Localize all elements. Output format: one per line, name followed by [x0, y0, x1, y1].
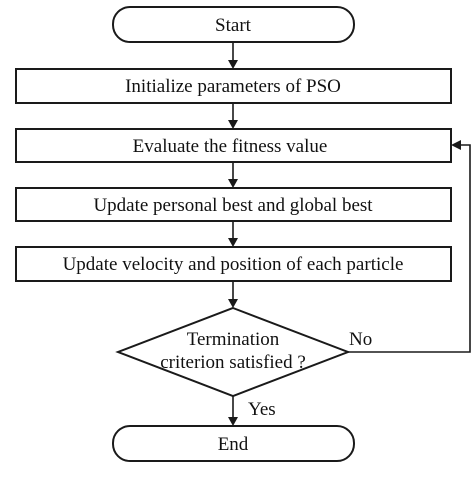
- arrow-head-icon: [228, 120, 238, 129]
- decision-termination: Termination criterion satisfied ?: [115, 306, 351, 398]
- arrow-head-icon: [451, 140, 461, 150]
- edge-no-loop-back: [348, 144, 471, 353]
- no-branch-label: No: [349, 329, 372, 350]
- step-label-initialize: Initialize parameters of PSO: [125, 76, 341, 97]
- arrow-head-icon: [228, 417, 238, 426]
- process-box: [15, 187, 452, 222]
- step-label-evaluate: Evaluate the fitness value: [133, 136, 328, 157]
- process-step-evaluate: Evaluate the fitness value: [15, 128, 452, 163]
- decision-label-line2: criterion satisfied ?: [160, 352, 306, 373]
- process-step-update-velocity: Update velocity and position of each par…: [15, 246, 452, 282]
- start-label: Start: [215, 15, 252, 36]
- end-node: End: [112, 425, 355, 462]
- arrow-head-icon: [228, 60, 238, 69]
- process-step-update-best: Update personal best and global best: [15, 187, 452, 222]
- decision-label-line1: Termination: [187, 329, 280, 350]
- arrow-head-icon: [228, 299, 238, 308]
- step-label-update-best: Update personal best and global best: [93, 195, 373, 216]
- step-label-update-velocity: Update velocity and position of each par…: [63, 254, 404, 275]
- start-node: Start: [112, 6, 355, 43]
- arrow-head-icon: [228, 238, 238, 247]
- process-step-initialize: Initialize parameters of PSO: [15, 68, 452, 104]
- end-terminal-shape: [112, 425, 355, 462]
- end-label: End: [218, 434, 249, 455]
- process-box: [15, 68, 452, 104]
- yes-branch-label: Yes: [248, 399, 276, 420]
- arrow-head-icon: [228, 179, 238, 188]
